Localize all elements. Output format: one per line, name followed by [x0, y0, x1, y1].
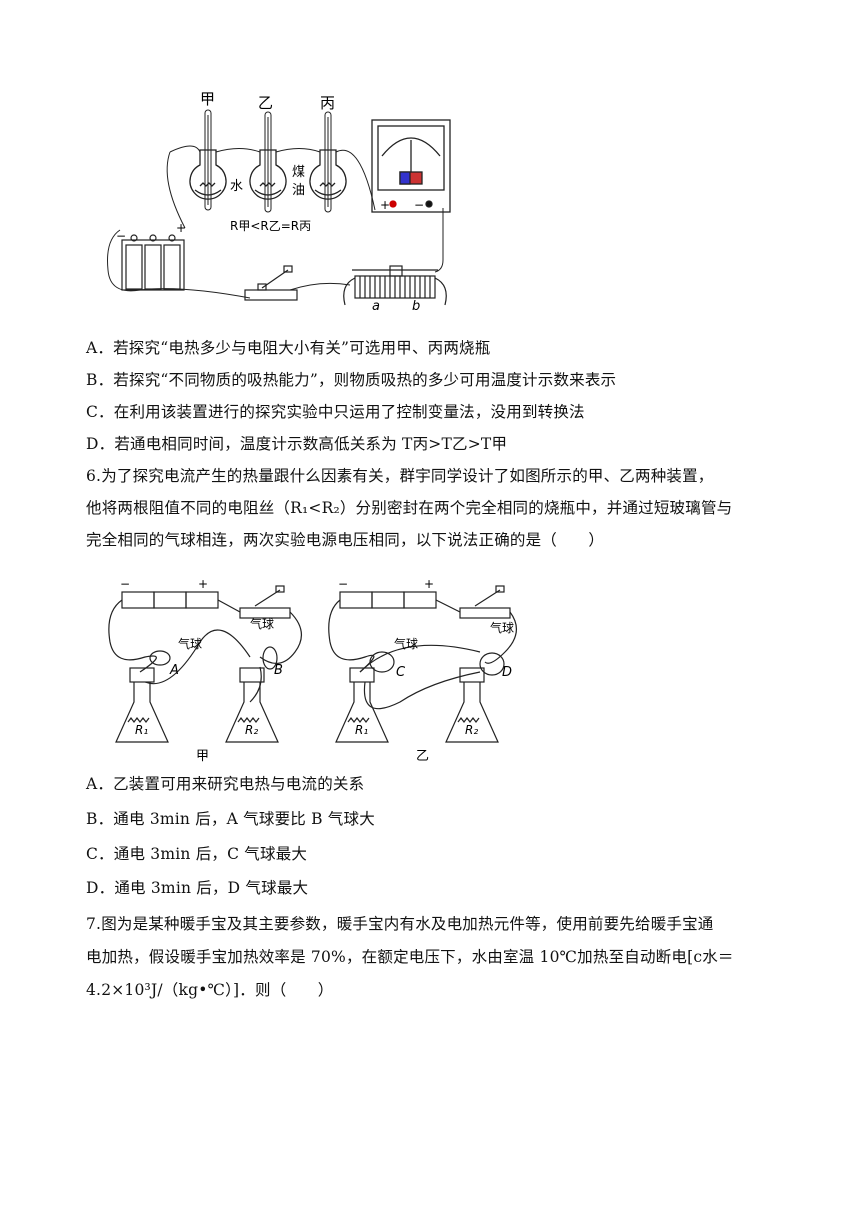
q7-stem-line-3: 4.2×10³J/（kg•℃）]．则（ ）: [86, 981, 334, 999]
battery-minus-sign: −: [116, 229, 126, 243]
meter-plus-sign: +: [380, 198, 390, 212]
q5-option-a: A．若探究“电热多少与电阻大小有关”可选用甲、丙两烧瓶: [86, 339, 491, 357]
flask-yi: [249, 149, 287, 200]
letter-c: C: [396, 665, 406, 680]
q6-stem-line-3: 完全相同的气球相连，两次实验电源电压相同，以下说法正确的是（ ）: [86, 531, 605, 549]
rheostat-label-b: b: [412, 299, 420, 312]
caption-jia: 甲: [196, 749, 209, 762]
left-r2-label: R₂: [245, 723, 258, 737]
q6-stem-line-1: 6.为了探究电流产生的热量跟什么因素有关，群宇同学设计了如图所示的甲、乙两种装置…: [86, 467, 714, 485]
flask-jia: [189, 149, 227, 200]
q5-option-b: B．若探究“不同物质的吸热能力”，则物质吸热的多少可用温度计示数来表示: [86, 371, 617, 389]
battery-plus-sign: +: [176, 221, 186, 235]
thermometer-3: [324, 111, 332, 213]
q7-stem-line-2: 电加热，假设暖手宝加热效率是 70%，在额定电压下，水由室温 10℃加热至自动断…: [86, 948, 734, 966]
left-circuit: [108, 585, 302, 743]
balloon-label-b: 气球: [250, 616, 274, 631]
q5-option-d: D．若通电相同时间，温度计示数高低关系为 T丙>T乙>T甲: [86, 435, 508, 453]
left-r1-label: R₁: [135, 723, 148, 737]
balloon-label-c: 气球: [394, 636, 418, 651]
flask-label-bing: 丙: [320, 94, 335, 112]
thermometer-2: [264, 111, 272, 213]
letter-d: D: [502, 665, 512, 680]
right-minus-sign: −: [338, 577, 348, 591]
figure-balloon-circuits: − + − + 气球 气球 气球 气球 A B C D R₁ R₂ R₁ R₂ …: [108, 577, 517, 762]
water-label: 水: [230, 179, 243, 194]
ammeter: [371, 119, 451, 213]
q5-option-c: C．在利用该装置进行的探究实验中只运用了控制变量法，没用到转换法: [86, 403, 585, 421]
right-r2-label: R₂: [465, 723, 478, 737]
caption-yi: 乙: [416, 749, 429, 762]
left-minus-sign: −: [120, 577, 130, 591]
q6-option-a: A．乙装置可用来研究电热与电流的关系: [86, 775, 365, 793]
oil-label-1: 煤: [292, 165, 305, 180]
q6-option-c: C．通电 3min 后，C 气球最大: [86, 845, 308, 863]
figure-three-flasks-circuit: 甲 乙 丙 水: [107, 90, 451, 312]
balloon-label-a: 气球: [178, 636, 202, 651]
thermometer-1: [204, 109, 212, 211]
right-circuit: [328, 585, 517, 743]
right-plus-sign: +: [424, 577, 434, 591]
flask-label-jia: 甲: [200, 90, 215, 108]
q6-stem-line-2: 他将两根阻值不同的电阻丝（R₁<R₂）分别密封在两个完全相同的烧瓶中，并通过短玻…: [86, 499, 733, 517]
q6-option-d: D．通电 3min 后，D 气球最大: [86, 879, 309, 897]
resistor-relation: R甲<R乙=R丙: [230, 219, 311, 233]
balloon-label-d: 气球: [490, 620, 514, 635]
meter-minus-sign: −: [414, 198, 424, 212]
q7-stem-line-1: 7.图为是某种暖手宝及其主要参数，暖手宝内有水及电加热元件等，使用前要先给暖手宝…: [86, 915, 714, 933]
rheostat-label-a: a: [372, 299, 380, 312]
oil-label-2: 油: [292, 183, 305, 198]
q6-option-b: B．通电 3min 后，A 气球要比 B 气球大: [86, 810, 375, 828]
circuit-wires: [107, 145, 444, 299]
left-plus-sign: +: [198, 577, 208, 591]
right-r1-label: R₁: [355, 723, 368, 737]
flask-label-yi: 乙: [258, 94, 273, 112]
letter-a: A: [169, 663, 179, 678]
sliding-rheostat: [343, 265, 447, 306]
knife-switch: [244, 265, 298, 301]
flask-bing: [309, 149, 347, 200]
letter-b: B: [274, 663, 283, 678]
battery-pack: [121, 234, 185, 291]
